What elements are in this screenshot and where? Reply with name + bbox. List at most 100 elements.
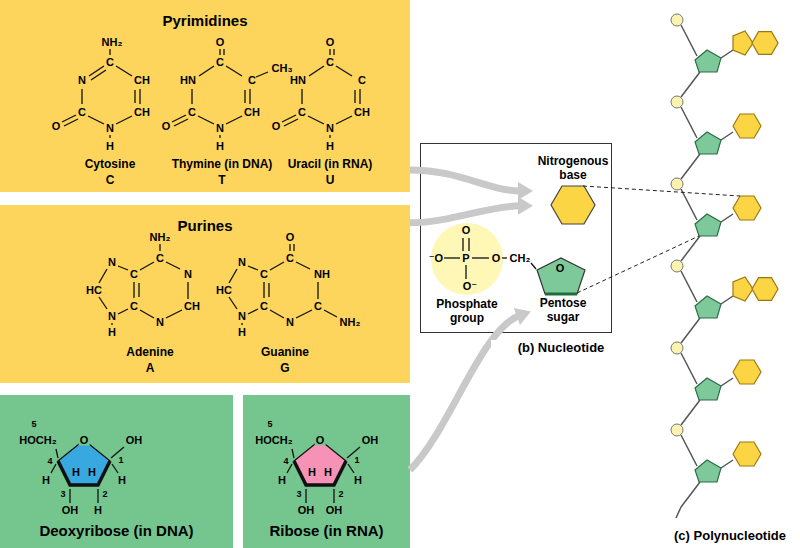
bond-line [256, 72, 268, 77]
atom-label: H [87, 467, 97, 478]
atom-label: N [107, 257, 117, 268]
ring-shape [294, 440, 346, 485]
atom-label: CH₂ [509, 253, 532, 264]
atom-label: O [51, 121, 62, 132]
atom-label: NH₂ [149, 232, 172, 243]
bond-line [583, 186, 740, 196]
atom-label: C [129, 269, 139, 280]
pentagon-outline [531, 254, 595, 296]
bond-line [577, 236, 699, 293]
atom-label: C [259, 269, 269, 280]
atom-label: C [297, 107, 307, 118]
bond-line [676, 507, 681, 518]
structure-copy [229, 244, 318, 325]
atom-label: C [215, 57, 225, 68]
atom-label: OH [61, 505, 80, 516]
sugar-panel: Deoxyribose (in DNA) [0, 395, 233, 548]
atom-label: H [105, 141, 115, 152]
atom-label: H [353, 475, 363, 486]
atom-label: HN [179, 75, 197, 86]
bond-line [333, 49, 334, 55]
atom-label: O [461, 225, 472, 236]
ring-shape [58, 440, 110, 485]
atom-label: OH [297, 505, 316, 516]
atom-label: O [285, 232, 296, 243]
atom-label: N [105, 123, 115, 134]
atom-label: O⁻ [462, 281, 478, 292]
atom-label: N [107, 311, 117, 322]
atom-label: OH [361, 435, 380, 446]
arrow-shaft [410, 170, 521, 191]
node-heading: Nitrogenous base [533, 154, 613, 182]
node-heading: Deoxyribose (in DNA) [39, 522, 193, 539]
structure-copy [99, 244, 188, 325]
atom-label: C [357, 75, 367, 86]
molecule-name: Cytosine [84, 158, 137, 170]
structure-copy [671, 96, 761, 179]
atom-label: N [237, 257, 247, 268]
bond-line [324, 310, 337, 317]
atom-label: O [325, 37, 336, 48]
carbon-number: 1 [117, 456, 124, 465]
carbon-number: 2 [337, 490, 344, 499]
carbon-number: 1 [353, 456, 360, 465]
atom-label: N [77, 75, 87, 86]
node-heading: Purines [0, 217, 410, 234]
atom-label: C [325, 57, 335, 68]
flow-arrow [410, 197, 533, 223]
atom-label: NH₂ [339, 317, 362, 328]
atom-label: N [285, 317, 295, 328]
base-hexagon: Nitrogenous base [533, 154, 613, 228]
bond-line [465, 265, 466, 279]
carbon-number: 5 [266, 420, 273, 429]
atom-label: N [155, 317, 165, 328]
atom-label: O [215, 37, 226, 48]
structure-copy [287, 447, 360, 503]
atom-label: C [155, 253, 165, 264]
atom-label: H [93, 505, 103, 516]
atom-label: C [247, 75, 257, 86]
structure-group [444, 238, 536, 279]
atom-label: HN [289, 75, 307, 86]
structure-copy [671, 424, 761, 507]
bond-line [531, 263, 536, 269]
atom-label: O [491, 253, 502, 264]
atom-label: N [215, 123, 225, 134]
atom-label: P [461, 253, 470, 264]
structure-copy [671, 14, 778, 97]
atom-label: H [117, 475, 127, 486]
structure-copy [671, 260, 778, 343]
atom-label: H [41, 475, 51, 486]
atom-label: HC [215, 285, 233, 296]
atom-label: H [71, 467, 81, 478]
node-heading: Pentose sugar [531, 296, 595, 324]
atom-label: OH [125, 435, 144, 446]
bond-line [91, 70, 106, 80]
atom-label: HC [85, 285, 103, 296]
molecule-name: U [325, 174, 336, 186]
arrow-shaft [410, 315, 520, 470]
node-heading: Phosphate group [425, 297, 509, 325]
carbon-number: 2 [101, 490, 108, 499]
nucleotide-box: (b) NucleotideNitrogenous basePhosphate … [420, 143, 612, 333]
molecule-name: Guanine [260, 346, 310, 358]
atom-label: H [107, 327, 117, 338]
hexagon-outline [533, 182, 613, 228]
ring-edge [58, 461, 110, 485]
atom-label: NH [313, 269, 331, 280]
structure-copy [671, 342, 761, 425]
molecule-name: Thymine (in DNA) [171, 158, 274, 170]
atom-label: CH [353, 107, 371, 118]
molecule-name: T [217, 174, 226, 186]
atom-label: CH [243, 107, 261, 118]
atom-label: O [271, 121, 282, 132]
molecule-name: Uracil (in RNA) [287, 158, 374, 170]
bond-line [223, 49, 224, 55]
atom-label: H [277, 475, 287, 486]
molecule-name: A [145, 362, 156, 374]
group-panel: Purines [0, 205, 410, 383]
phosphate-circle: Phosphate group [425, 221, 509, 325]
structure-copy [282, 49, 360, 138]
